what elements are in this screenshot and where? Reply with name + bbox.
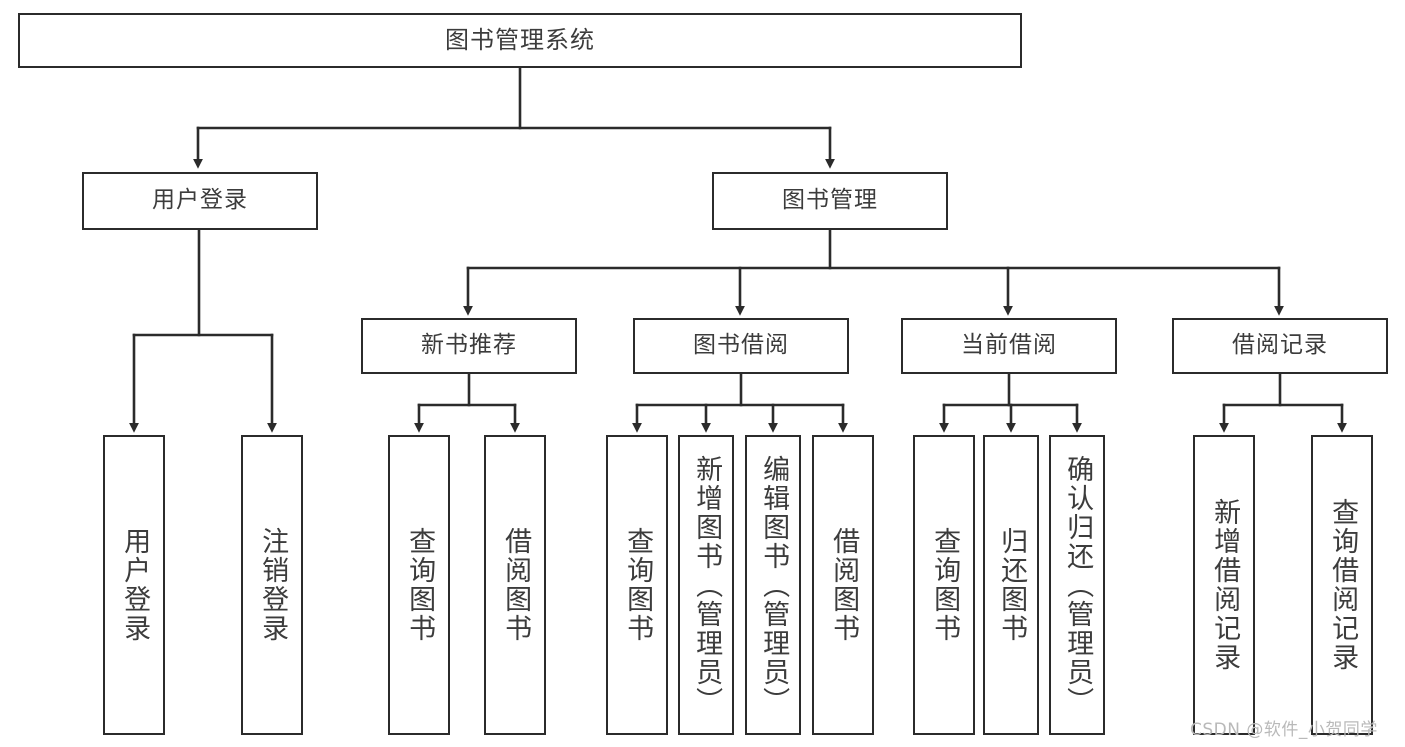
node-leaf-borrow-book-1-label: 借阅图书: [500, 527, 532, 643]
node-leaf-user-login-label: 用户登录: [119, 527, 151, 643]
node-leaf-confirm-return[interactable]: 确认归还（管理员）: [1049, 435, 1105, 735]
node-book-management[interactable]: 图书管理: [712, 172, 948, 230]
node-leaf-edit-book[interactable]: 编辑图书（管理员）: [745, 435, 801, 735]
node-leaf-confirm-return-label: 确认归还（管理员）: [1062, 454, 1094, 716]
node-new-book-recommend[interactable]: 新书推荐: [361, 318, 577, 374]
node-leaf-logout-label: 注销登录: [257, 527, 289, 643]
node-current-borrow-label: 当前借阅: [961, 332, 1057, 359]
node-borrow-record[interactable]: 借阅记录: [1172, 318, 1388, 374]
node-root-label: 图书管理系统: [445, 26, 595, 55]
node-leaf-logout[interactable]: 注销登录: [241, 435, 303, 735]
node-leaf-query-book-1-label: 查询图书: [404, 527, 436, 643]
node-leaf-query-record-label: 查询借阅记录: [1327, 498, 1359, 672]
node-leaf-add-record-label: 新增借阅记录: [1209, 498, 1241, 672]
node-leaf-query-book-3[interactable]: 查询图书: [913, 435, 975, 735]
node-leaf-query-book-1[interactable]: 查询图书: [388, 435, 450, 735]
node-leaf-edit-book-label: 编辑图书（管理员）: [758, 454, 790, 716]
node-leaf-query-book-3-label: 查询图书: [929, 527, 961, 643]
node-leaf-query-record[interactable]: 查询借阅记录: [1311, 435, 1373, 735]
node-new-book-recommend-label: 新书推荐: [421, 332, 517, 359]
node-book-management-label: 图书管理: [782, 187, 878, 214]
node-leaf-query-book-2-label: 查询图书: [622, 527, 654, 643]
node-leaf-query-book-2[interactable]: 查询图书: [606, 435, 668, 735]
node-leaf-borrow-book-1[interactable]: 借阅图书: [484, 435, 546, 735]
node-leaf-add-book-label: 新增图书（管理员）: [691, 454, 723, 716]
node-leaf-borrow-book-2[interactable]: 借阅图书: [812, 435, 874, 735]
node-book-borrow[interactable]: 图书借阅: [633, 318, 849, 374]
node-root[interactable]: 图书管理系统: [18, 13, 1022, 68]
node-leaf-return-book-label: 归还图书: [996, 527, 1028, 643]
node-user-login[interactable]: 用户登录: [82, 172, 318, 230]
node-book-borrow-label: 图书借阅: [693, 332, 789, 359]
csdn-watermark: CSDN @软件_小贺同学: [1190, 720, 1378, 740]
node-user-login-label: 用户登录: [152, 187, 248, 214]
node-leaf-add-book[interactable]: 新增图书（管理员）: [678, 435, 734, 735]
node-borrow-record-label: 借阅记录: [1232, 332, 1328, 359]
node-leaf-user-login[interactable]: 用户登录: [103, 435, 165, 735]
node-leaf-borrow-book-2-label: 借阅图书: [828, 527, 860, 643]
node-leaf-add-record[interactable]: 新增借阅记录: [1193, 435, 1255, 735]
node-current-borrow[interactable]: 当前借阅: [901, 318, 1117, 374]
node-leaf-return-book[interactable]: 归还图书: [983, 435, 1039, 735]
